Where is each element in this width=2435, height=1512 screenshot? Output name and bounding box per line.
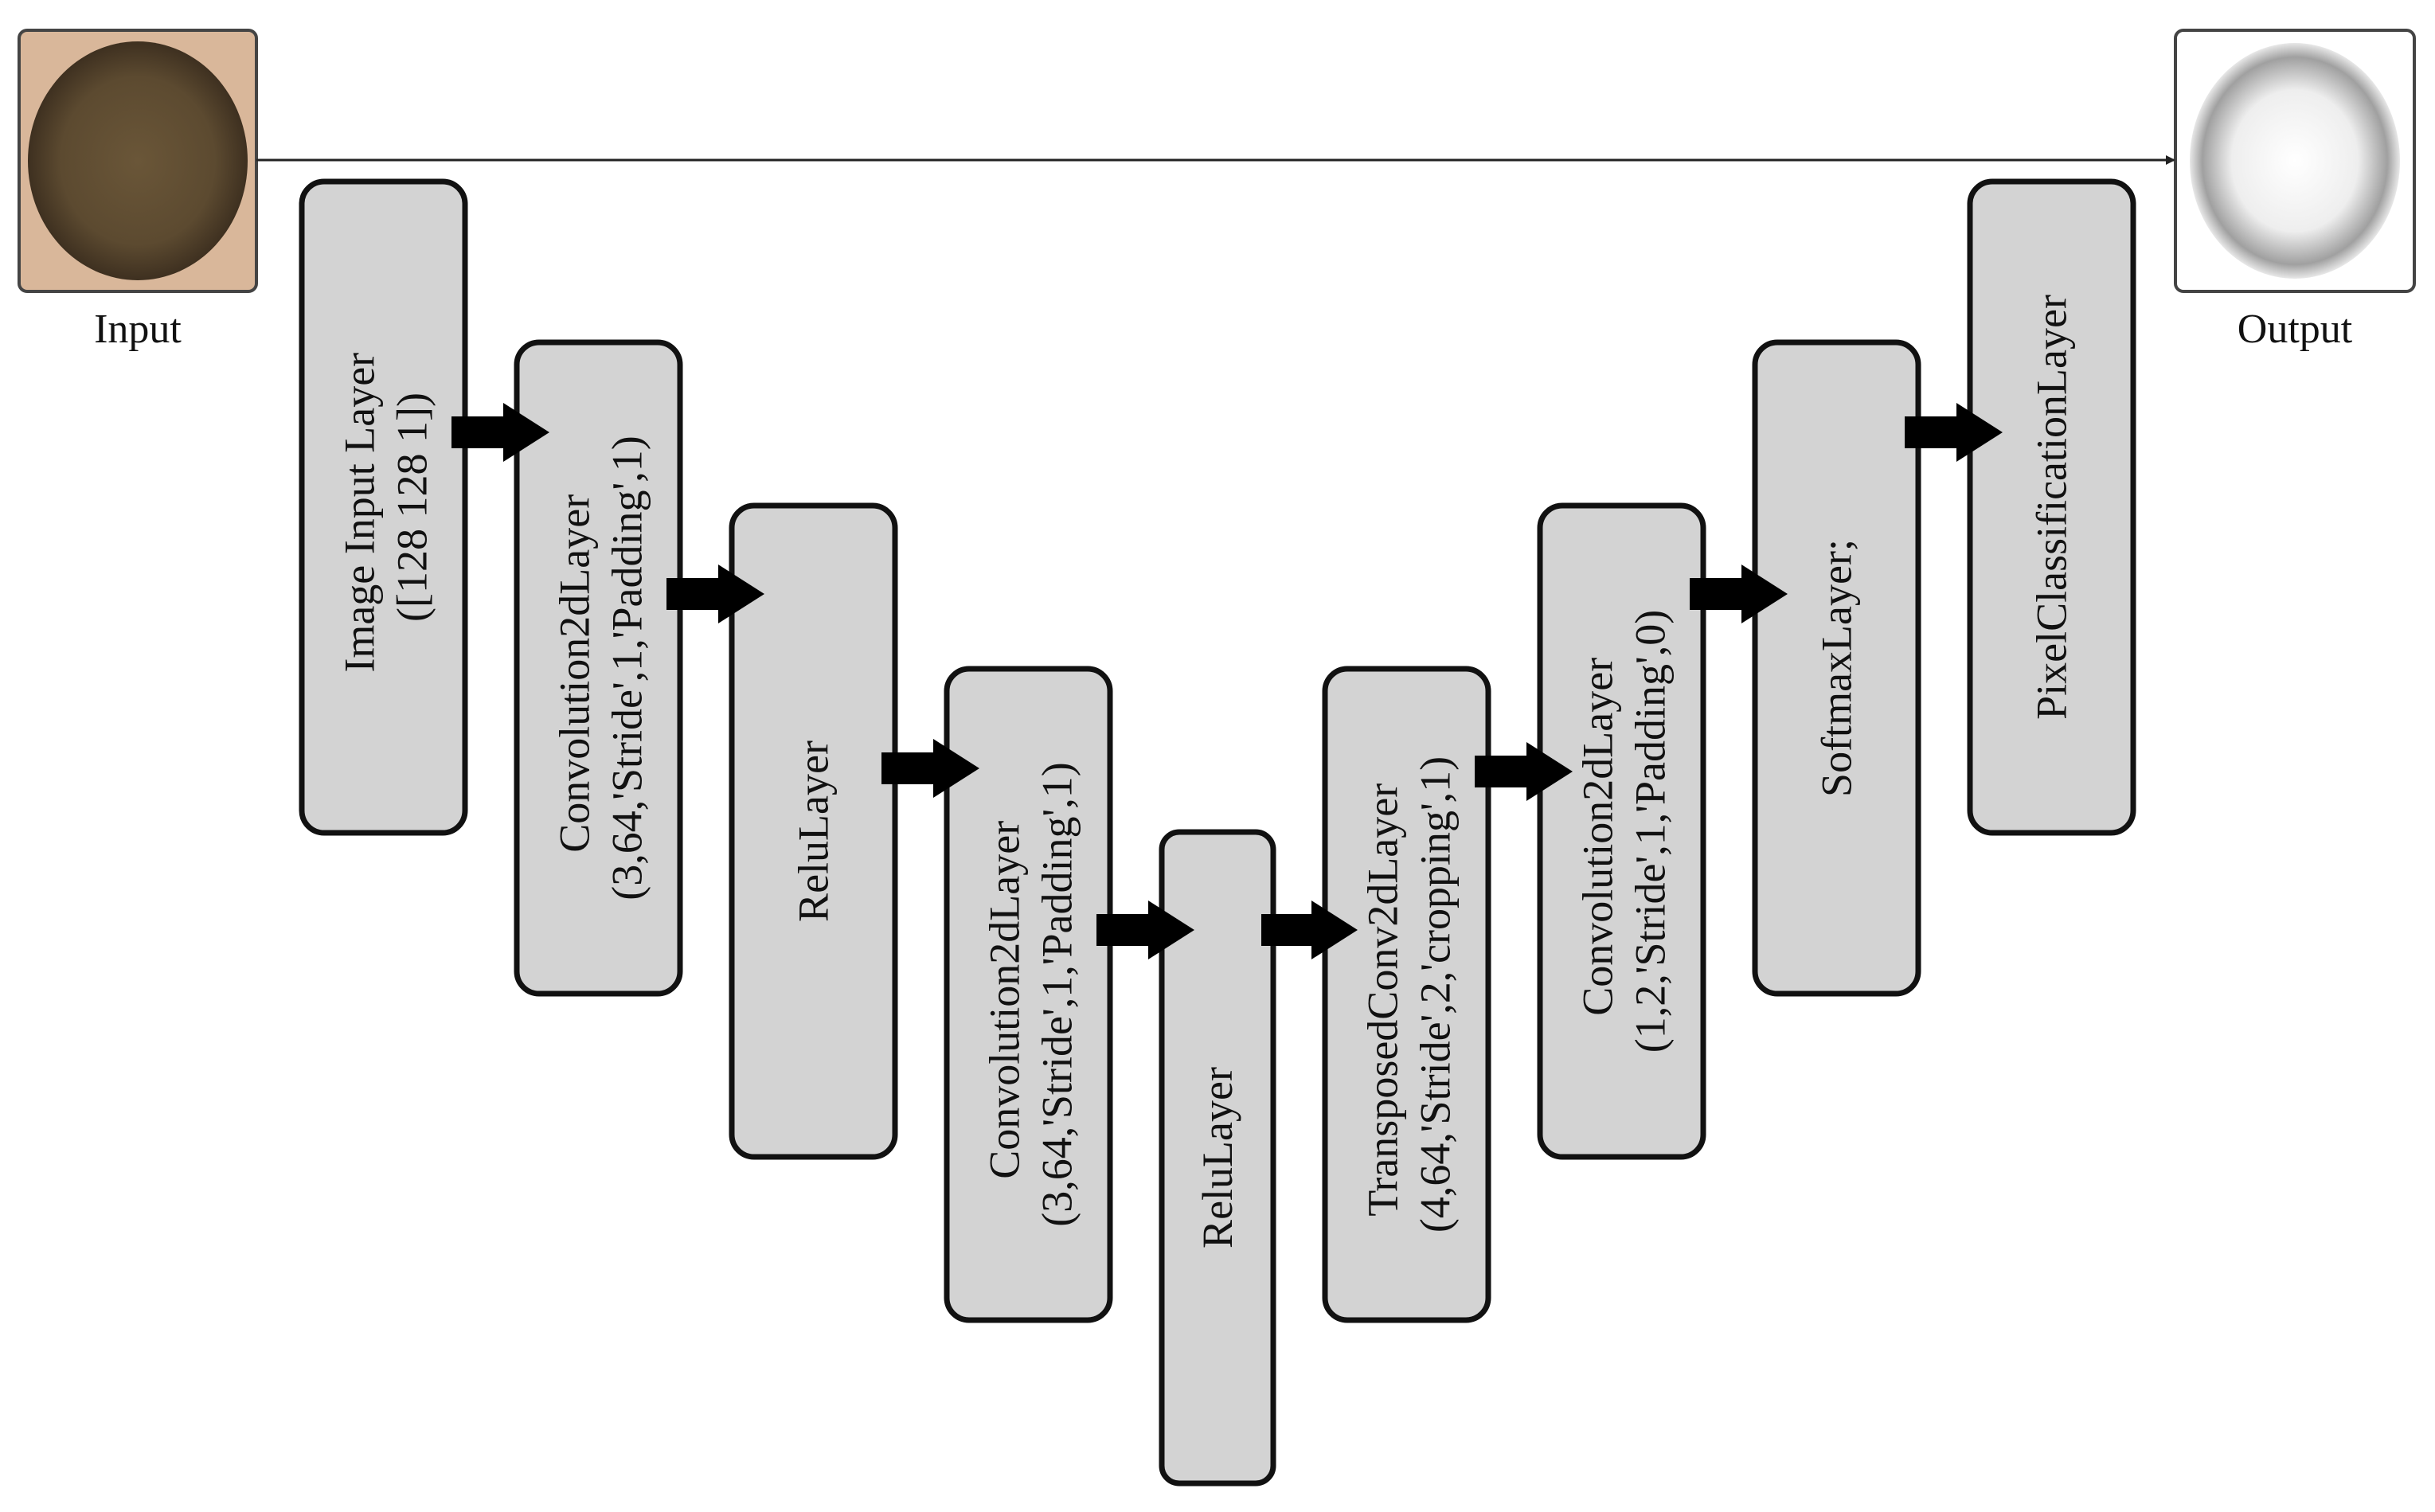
layer-2-line-2: (3,64,'Stride',1,'Padding',1) [604,436,651,900]
layer-9-line-1: PixelClassificationLayer [2028,295,2076,720]
layer-7-line-2: (1,2,'Stride',1,'Padding',0) [1627,610,1675,1053]
layer-2-line-1: Convolution2dLayer [551,494,599,853]
svg-text:ReluLayer: ReluLayer [1194,1067,1241,1248]
flow-arrow-3 [881,739,979,798]
layer-box-8: SoftmaxLayer; [1752,339,1921,997]
flow-arrow-8 [1905,403,2003,462]
layer-box-1: Image Input Layer ([128 128 1]) [299,178,468,836]
svg-text:Convolution2dLayer (3,64: Convolution2dLayer (3,64,'Stride',1,'Pad… [981,762,1081,1226]
svg-text:ReluLayer: ReluLayer [790,740,838,922]
flow-arrow-1 [451,403,549,462]
layer-6-line-2: (4,64,'Stride',2,'cropping',1) [1412,756,1460,1233]
svg-text:Image Input Layer ([128: Image Input Layer ([128 128 1]) [336,342,436,672]
flow-arrow-7 [1690,565,1788,623]
flow-arrow-4 [1096,901,1194,959]
output-image [2174,29,2416,293]
layer-box-6: TransposedConv2dLayer (4,64,'Stride',2,'… [1322,666,1491,1323]
layer-1-line-2: ([128 128 1]) [389,393,436,622]
layer-box-2: Convolution2dLayer (3,64,'Stride',1,'Pad… [514,339,683,997]
input-caption: Input [94,307,182,352]
flow-arrow-2 [666,565,764,623]
layer-6-line-1: TransposedConv2dLayer [1359,783,1407,1217]
layer-4-line-1: Convolution2dLayer [981,821,1029,1179]
layer-box-9: PixelClassificationLayer [1967,178,2136,836]
layer-5-line-1: ReluLayer [1194,1067,1241,1248]
svg-text:PixelClassificationLayer: PixelClassificationLayer [2028,295,2076,720]
svg-text:TransposedConv2dLayer (4: TransposedConv2dLayer (4,64,'Stride',2,'… [1359,756,1460,1233]
svg-text:Convolution2dLayer (1,2,: Convolution2dLayer (1,2,'Stride',1,'Padd… [1574,610,1675,1053]
layer-3-line-1: ReluLayer [790,740,838,922]
svg-text:SoftmaxLayer;: SoftmaxLayer; [1813,539,1861,797]
flow-arrow-6 [1475,742,1573,801]
layer-8-line-1: SoftmaxLayer; [1813,539,1861,797]
input-image [18,29,258,293]
layer-box-3: ReluLayer [729,502,898,1160]
layer-7-line-1: Convolution2dLayer [1574,658,1622,1016]
layer-1-line-1: Image Input Layer [336,353,384,673]
layer-box-5: ReluLayer [1159,829,1276,1487]
svg-text:Convolution2dLayer (3,64: Convolution2dLayer (3,64,'Stride',1,'Pad… [551,436,651,900]
flow-arrow-5 [1261,901,1358,959]
layer-4-line-2: (3,64,'Stride',1,'Padding',1) [1034,762,1081,1226]
output-caption: Output [2238,307,2353,352]
layer-box-7: Convolution2dLayer (1,2,'Stride',1,'Padd… [1537,502,1706,1160]
layer-box-4: Convolution2dLayer (3,64,'Stride',1,'Pad… [944,666,1113,1323]
